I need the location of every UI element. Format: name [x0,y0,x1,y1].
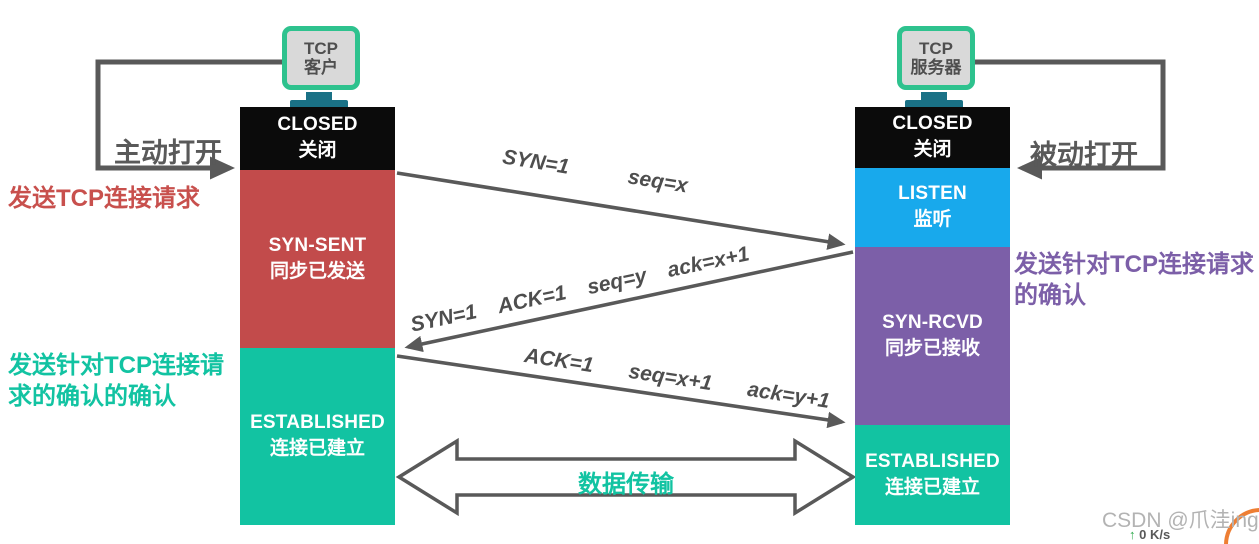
server-state-synrcvd: SYN-RCVD 同步已接收 [855,247,1010,425]
client-monitor-icon: TCP 客户 [282,26,360,90]
send-syn-label: 发送TCP连接请求 [8,185,200,212]
passive-open-label: 被动打开 [1030,140,1138,170]
upload-speed-unit: K/s [1149,527,1171,542]
data-transfer-arrow [395,437,857,517]
state-name-en: LISTEN [898,183,967,204]
data-transfer-label: 数据传输 [578,471,674,498]
client-device-line2: 客户 [304,58,338,77]
server-monitor-stand [921,92,947,103]
state-name-en: ESTABLISHED [865,450,1000,472]
client-device-line1: TCP [304,39,338,58]
state-name-zh: 关闭 [298,140,337,161]
syn-arrow [396,171,846,250]
active-open-arrow [95,59,283,180]
server-state-established: ESTABLISHED 连接已建立 [855,425,1010,525]
state-name-zh: 关闭 [913,139,952,160]
client-state-closed: CLOSED 关闭 [240,107,395,170]
state-name-zh: 连接已建立 [884,476,980,498]
passive-open-arrow [973,59,1166,180]
state-name-en: CLOSED [277,114,358,135]
active-open-label: 主动打开 [114,138,222,168]
state-name-zh: 连接已建立 [269,438,365,459]
state-name-en: CLOSED [892,113,973,134]
state-name-en: SYN-SENT [268,234,367,256]
ack-arrow [396,354,846,429]
server-state-listen: LISTEN 监听 [855,168,1010,247]
client-state-synsent: SYN-SENT 同步已发送 [240,170,395,348]
synack-arrow [404,250,854,353]
state-name-zh: 监听 [913,209,952,230]
server-device-line2: 服务器 [910,58,962,77]
state-name-en: SYN-RCVD [882,311,983,333]
net-speed-indicator: ↑ 0 K/s [1129,527,1170,542]
server-device-line1: TCP [919,39,953,58]
server-monitor-icon: TCP 服务器 [897,26,975,90]
state-name-zh: 同步已发送 [269,260,365,282]
csdn-watermark: CSDN @爪洼ing [1102,509,1259,532]
server-state-closed: CLOSED 关闭 [855,107,1010,168]
client-state-established: ESTABLISHED 连接已建立 [240,348,395,525]
state-name-zh: 同步已接收 [884,337,980,359]
send-ack-label: 发送针对TCP连接请 求的确认的确认 [8,352,224,410]
state-name-en: ESTABLISHED [250,412,385,433]
send-synack-label: 发送针对TCP连接请求 的确认 [1014,251,1254,309]
upload-arrow-icon: ↑ [1129,527,1136,542]
upload-speed-value: 0 [1139,527,1147,542]
client-monitor-stand [306,92,332,103]
